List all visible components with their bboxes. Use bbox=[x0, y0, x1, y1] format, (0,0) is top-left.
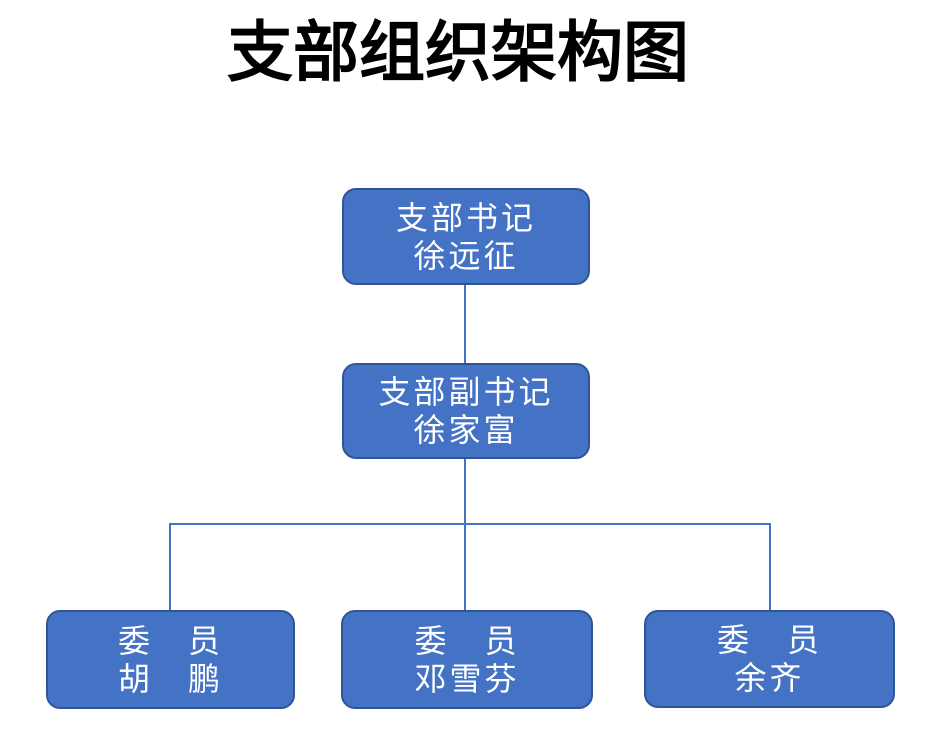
connector-secretary-to-deputy bbox=[464, 285, 466, 363]
org-node-role: 委 员 bbox=[716, 622, 822, 658]
org-node-member-deng-xuefen: 委 员 邓雪芬 bbox=[341, 610, 593, 709]
org-node-role: 委 员 bbox=[117, 622, 223, 659]
org-node-name: 胡 鹏 bbox=[117, 660, 223, 697]
org-node-deputy-branch-secretary: 支部副书记 徐家富 bbox=[342, 363, 590, 459]
org-node-name: 徐远征 bbox=[413, 237, 519, 274]
connector-drop-member-left bbox=[169, 523, 171, 610]
org-node-member-hu-peng: 委 员 胡 鹏 bbox=[46, 610, 295, 709]
org-node-role: 委 员 bbox=[414, 622, 520, 659]
org-node-member-yu-qi: 委 员 余齐 bbox=[644, 610, 895, 708]
connector-drop-member-right bbox=[769, 523, 771, 610]
org-node-name: 邓雪芬 bbox=[414, 660, 520, 697]
org-node-name: 余齐 bbox=[734, 660, 805, 696]
org-node-name: 徐家富 bbox=[413, 412, 519, 448]
org-node-role: 支部书记 bbox=[395, 199, 536, 236]
org-node-branch-secretary: 支部书记 徐远征 bbox=[342, 188, 590, 285]
connector-deputy-to-members-stem bbox=[464, 459, 466, 610]
org-node-role: 支部副书记 bbox=[378, 374, 554, 410]
connector-members-horizontal bbox=[169, 523, 771, 525]
page-title: 支部组织架构图 bbox=[227, 17, 689, 90]
